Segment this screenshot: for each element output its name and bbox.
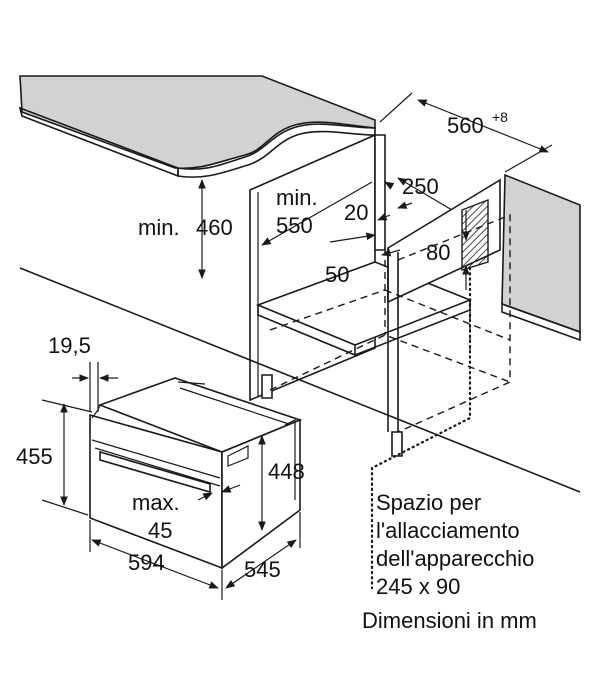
- dim-min-550-label: min.: [276, 185, 318, 210]
- dim-min-460-label: min.: [138, 215, 180, 240]
- dim-20: 20: [344, 200, 368, 225]
- dimension-lines: [198, 92, 553, 290]
- dim-max-45: 45: [148, 518, 172, 543]
- dim-min-550-value: 550: [276, 213, 313, 238]
- dim-594: 594: [128, 550, 165, 575]
- connection-note-line-2: l'allacciamento: [376, 518, 520, 543]
- floor-line: [19, 267, 581, 493]
- oven: [89, 377, 303, 570]
- units-note: Dimensioni in mm: [362, 608, 537, 633]
- connection-note-line-4: 245 x 90: [376, 574, 460, 599]
- dim-448: 448: [268, 459, 305, 484]
- connection-zone-line: [370, 266, 472, 590]
- labels: 560 +8 250 min. 460 min. 550 20 50 80 19…: [16, 109, 537, 633]
- dim-min-460-value: 460: [196, 215, 233, 240]
- dim-545: 545: [244, 557, 281, 582]
- worktop-right: [501, 173, 581, 342]
- cabinet: [249, 133, 511, 457]
- connection-note-line-1: Spazio per: [376, 490, 481, 515]
- dim-560: 560: [447, 113, 484, 138]
- dim-19-5: 19,5: [48, 333, 91, 358]
- dim-250: 250: [402, 174, 439, 199]
- dim-50: 50: [325, 262, 349, 287]
- dim-80: 80: [426, 240, 450, 265]
- dim-max-label: max.: [132, 490, 180, 515]
- dim-560-tolerance: +8: [492, 109, 508, 125]
- dim-455: 455: [16, 444, 53, 469]
- oven-dimension-lines: [41, 362, 301, 600]
- worktop: [18, 75, 376, 178]
- connection-note-line-3: dell'apparecchio: [376, 546, 534, 571]
